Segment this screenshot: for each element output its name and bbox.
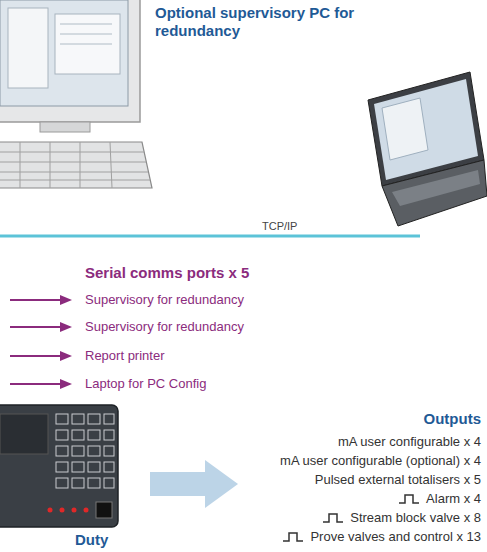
- output-item: Prove valves and control x 13: [310, 529, 481, 545]
- monitor-screen: [0, 0, 128, 106]
- device-buttons: [56, 414, 114, 488]
- screen-window: [8, 8, 48, 88]
- output-item: Alarm x 4: [426, 491, 481, 507]
- output-item: mA user configurable x 4: [338, 434, 481, 450]
- pulse-symbol: [398, 493, 420, 505]
- output-item: mA user configurable (optional) x 4: [280, 453, 481, 469]
- port-label: Supervisory for redundancy: [85, 319, 244, 335]
- laptop-keys: [392, 170, 480, 206]
- pulse-symbol: [322, 512, 344, 524]
- screen-window: [55, 14, 120, 74]
- device-display: [0, 414, 48, 454]
- monitor-stand: [40, 122, 90, 132]
- screen-line: [60, 44, 112, 45]
- laptop-screen: [374, 79, 478, 180]
- network-label: TCP/IP: [262, 220, 297, 233]
- serial-heading: Serial comms ports x 5: [85, 264, 249, 282]
- device-key: [96, 502, 112, 518]
- keyboard-keys: [0, 142, 150, 188]
- port-label: Laptop for PC Config: [85, 376, 206, 392]
- serial-arrows: [10, 295, 72, 389]
- duty-label: Duty: [75, 531, 108, 549]
- laptop-base: [382, 160, 487, 226]
- pulse-symbol: [282, 531, 304, 543]
- screen-line: [60, 24, 112, 25]
- port-label: Report printer: [85, 348, 164, 364]
- keyboard: [0, 142, 152, 188]
- output-item: Pulsed external totalisers x 5: [315, 472, 481, 488]
- outputs-heading: Outputs: [424, 410, 482, 428]
- monitor: [0, 0, 140, 122]
- duty-device: [0, 405, 118, 527]
- laptop-window: [382, 98, 428, 160]
- screen-line: [60, 34, 112, 35]
- status-leds: [48, 508, 89, 513]
- pc-title: Optional supervisory PC for redundancy: [155, 4, 355, 40]
- port-label: Supervisory for redundancy: [85, 292, 244, 308]
- flow-arrow: [150, 460, 238, 508]
- network-line: [0, 235, 420, 238]
- output-item: Stream block valve x 8: [350, 510, 481, 526]
